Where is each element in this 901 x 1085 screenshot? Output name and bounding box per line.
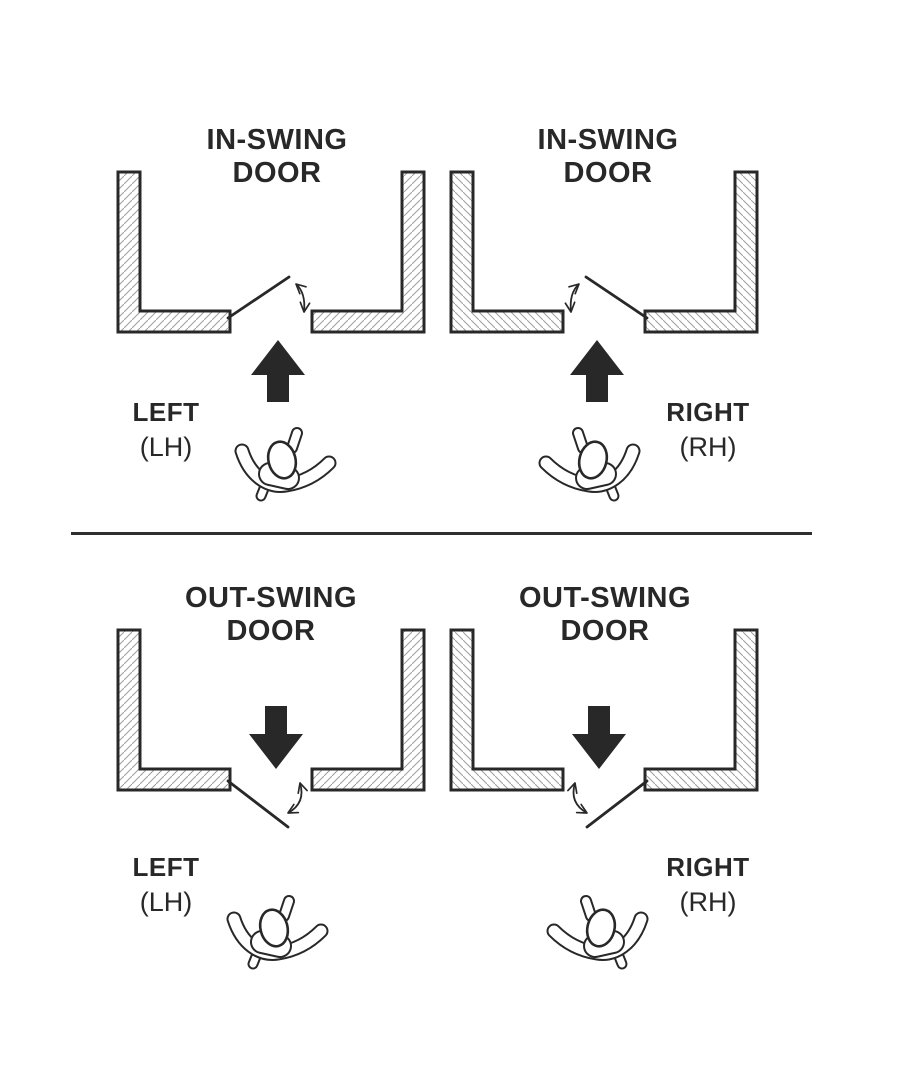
- wall-right-icon: [310, 170, 426, 334]
- door-leaf-icon: [226, 779, 290, 829]
- door-leaf-icon: [584, 275, 649, 320]
- title-line1: IN-SWING: [206, 124, 348, 156]
- hand-label-text: LEFT: [132, 852, 200, 882]
- wall-left-icon: [449, 170, 565, 334]
- hand-label-text: LEFT: [132, 397, 200, 427]
- swing-arc-icon: [287, 782, 308, 814]
- page-title: IN-SWING DOOR: [538, 124, 679, 190]
- person-top-view-icon: [234, 901, 321, 964]
- wall-left-icon: [116, 170, 232, 334]
- swing-arc-icon: [567, 782, 588, 814]
- swing-arc-icon: [295, 283, 311, 313]
- hand-label-left: LEFT (LH): [133, 398, 200, 462]
- door-leaf-icon: [226, 275, 291, 320]
- hand-label-right: RIGHT (RH): [666, 853, 749, 917]
- hand-abbreviation: (LH): [139, 887, 193, 917]
- divider-line: [71, 532, 812, 535]
- hand-label-text: RIGHT: [666, 397, 750, 427]
- page-title: OUT-SWING DOOR: [519, 582, 691, 648]
- hand-abbreviation: (LH): [139, 432, 193, 462]
- person-top-view-icon: [242, 433, 329, 496]
- hand-abbreviation: (RH): [679, 432, 737, 462]
- out-swing-right-plan: [449, 628, 759, 970]
- page-title: OUT-SWING DOOR: [185, 582, 357, 648]
- hand-label-right: RIGHT (RH): [666, 398, 749, 462]
- wall-left-icon: [449, 628, 565, 792]
- person-top-view-icon: [554, 901, 641, 964]
- person-top-view-icon: [546, 433, 633, 496]
- title-line1: IN-SWING: [537, 124, 679, 156]
- in-swing-left-plan: [116, 170, 426, 510]
- entry-direction-arrow-icon: [251, 340, 305, 402]
- page-title: IN-SWING DOOR: [207, 124, 348, 190]
- title-line1: OUT-SWING: [518, 582, 692, 614]
- hand-abbreviation: (RH): [679, 887, 737, 917]
- title-line2: DOOR: [232, 157, 322, 189]
- wall-left-icon: [116, 628, 232, 792]
- door-leaf-icon: [585, 779, 649, 829]
- exit-direction-arrow-icon: [572, 706, 626, 769]
- title-line1: OUT-SWING: [184, 582, 358, 614]
- wall-right-icon: [643, 628, 759, 792]
- entry-direction-arrow-icon: [570, 340, 624, 402]
- exit-direction-arrow-icon: [249, 706, 303, 769]
- in-swing-right-plan: [449, 170, 759, 510]
- title-line2: DOOR: [226, 615, 316, 647]
- wall-right-icon: [643, 170, 759, 334]
- swing-arc-icon: [564, 283, 580, 313]
- wall-right-icon: [310, 628, 426, 792]
- title-line2: DOOR: [560, 615, 650, 647]
- hand-label-text: RIGHT: [666, 852, 750, 882]
- hand-label-left: LEFT (LH): [133, 853, 200, 917]
- title-line2: DOOR: [563, 157, 653, 189]
- out-swing-left-plan: [116, 628, 426, 970]
